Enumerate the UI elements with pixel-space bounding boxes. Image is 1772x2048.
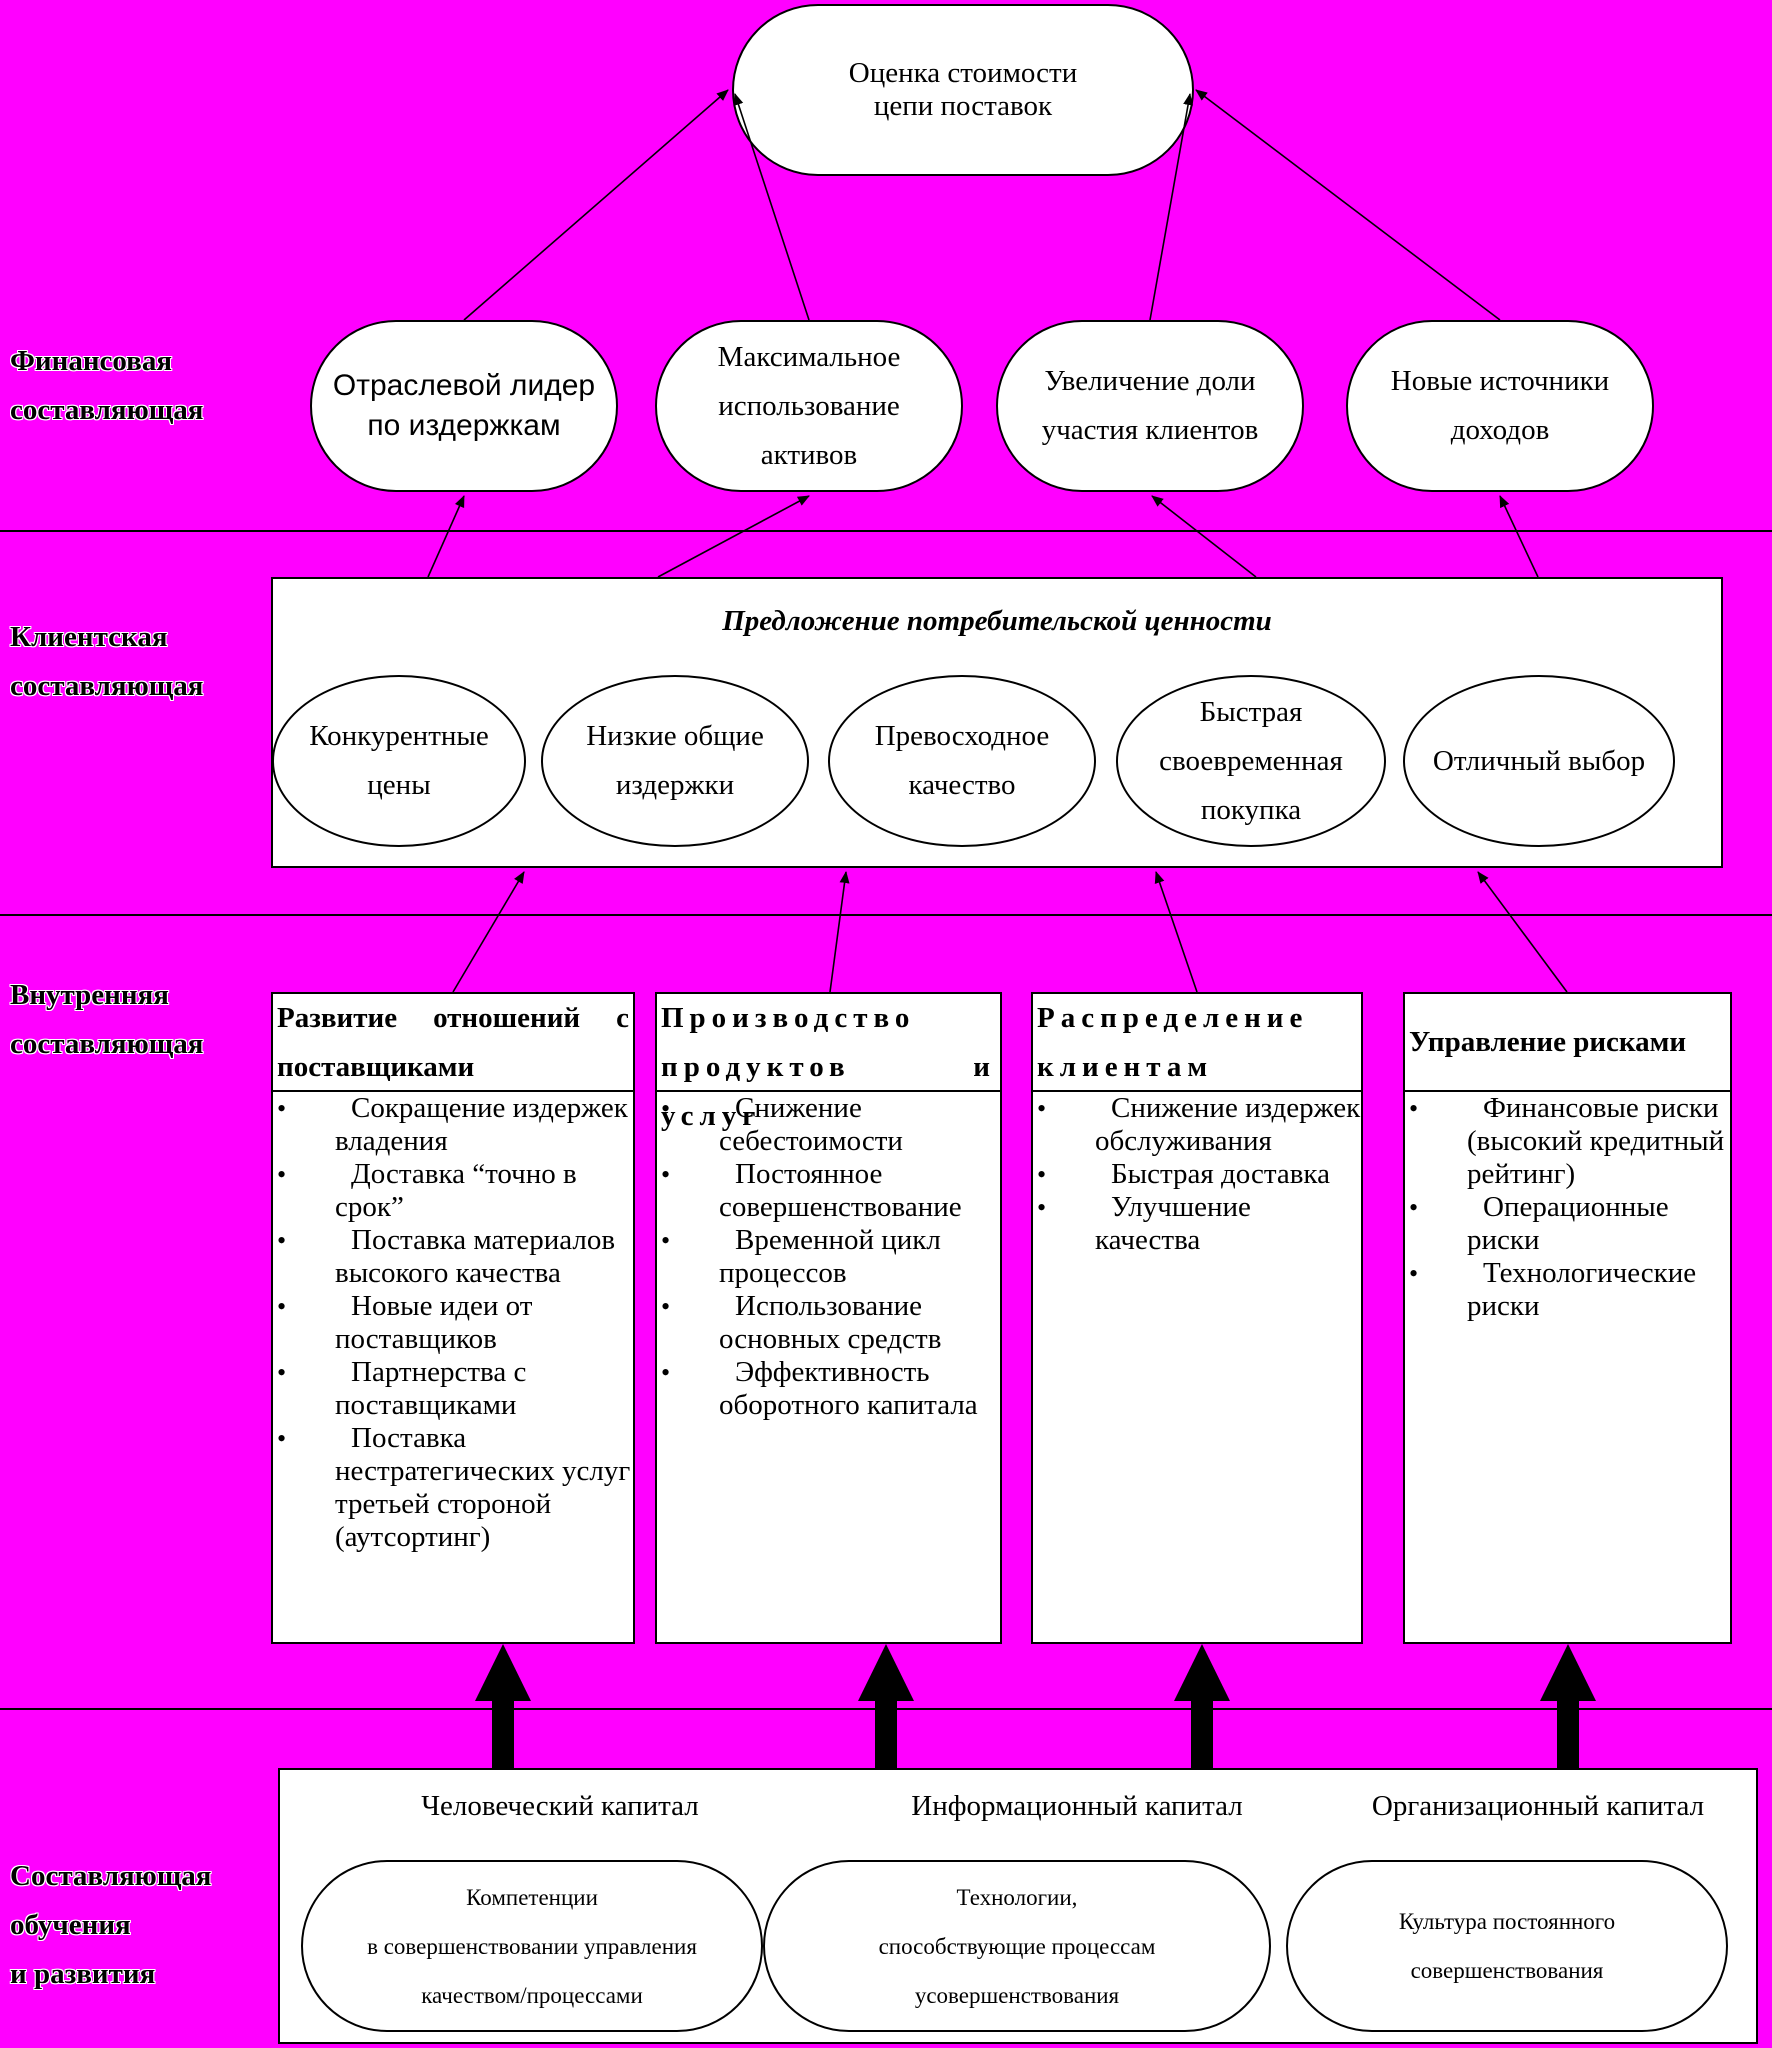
list-item: Временной цикл процессов bbox=[657, 1224, 1000, 1290]
financial-goal-new-revenue: Новые источники доходов bbox=[1346, 320, 1654, 492]
process-risk-management: Управление рисками Финансовые риски (выс… bbox=[1403, 992, 1732, 1644]
arrow-new-revenue-to-goal bbox=[1195, 89, 1501, 321]
thick-arrow-head bbox=[475, 1644, 531, 1701]
process-supplier-relations: Развитие отношений с поставщиками Сокращ… bbox=[271, 992, 635, 1644]
thick-arrow-head bbox=[858, 1644, 914, 1701]
value-proposition-title: Предложение потребительской ценности bbox=[722, 605, 1272, 637]
divider-customer-internal bbox=[0, 914, 1772, 916]
arrow-vp-to-customer-share bbox=[1151, 495, 1257, 578]
list-item: Быстрая доставка bbox=[1033, 1158, 1361, 1191]
value-item-low-total-costs: Низкие общие издержки bbox=[541, 675, 809, 847]
divider-financial-customer bbox=[0, 530, 1772, 532]
thick-arrow-head bbox=[1540, 1644, 1596, 1701]
section-label-financial: Финансовая составляющая bbox=[10, 345, 204, 426]
section-label-internal: Внутренняя составляющая bbox=[10, 979, 204, 1060]
capital-title-human: Человеческий капитал bbox=[421, 1790, 699, 1822]
thick-arrow-head bbox=[1174, 1644, 1230, 1701]
list-item: Улучшение качества bbox=[1033, 1191, 1361, 1257]
list-item: Использование основных средств bbox=[657, 1290, 1000, 1356]
value-item-superior-quality: Превосходное качество bbox=[828, 675, 1096, 847]
financial-goal-asset-utilization: Максимальное использование активов bbox=[655, 320, 963, 492]
section-label-learning: Составляющая обучения и развития bbox=[10, 1860, 212, 1990]
capital-title-organization: Организационный капитал bbox=[1371, 1790, 1705, 1822]
list-item: Технологические риски bbox=[1405, 1257, 1730, 1323]
arrow-distribution-to-vp bbox=[1154, 871, 1198, 993]
arrow-risk-to-vp bbox=[1477, 871, 1568, 993]
thick-arrow-shaft bbox=[492, 1700, 514, 1768]
arrow-suppliers-to-vp bbox=[452, 871, 525, 993]
list-item: Снижение издержек обслуживания bbox=[1033, 1092, 1361, 1158]
list-item: Эффективность оборотного капитала bbox=[657, 1356, 1000, 1422]
arrow-vp-to-assets bbox=[657, 495, 810, 578]
thick-arrow-shaft bbox=[1557, 1700, 1579, 1768]
arrow-customer-share-to-goal bbox=[1149, 93, 1194, 321]
arrow-production-to-vp bbox=[829, 871, 850, 993]
list-item: Финансовые риски (высокий кредитный рейт… bbox=[1405, 1092, 1730, 1191]
list-item: Доставка “точно в срок” bbox=[273, 1158, 633, 1224]
capital-title-information: Информационный капитал bbox=[911, 1790, 1243, 1822]
process-distribution: Распределение клиентам Снижение издержек… bbox=[1031, 992, 1363, 1644]
list-item: Постоянное совершенствование bbox=[657, 1158, 1000, 1224]
process-title: Управление рисками bbox=[1405, 994, 1730, 1092]
process-title: Развитие отношений с поставщиками bbox=[273, 994, 633, 1092]
list-item: Новые идеи от поставщиков bbox=[273, 1290, 633, 1356]
thick-arrow-shaft bbox=[875, 1700, 897, 1768]
value-item-fast-purchase: Быстрая своевременная покупка bbox=[1116, 675, 1386, 847]
process-production: Производство продуктов и услуг Снижение … bbox=[655, 992, 1002, 1644]
thick-arrow-shaft bbox=[1191, 1700, 1213, 1768]
process-title: Распределение клиентам bbox=[1033, 994, 1361, 1092]
arrow-assets-to-goal bbox=[733, 93, 810, 321]
capital-item-culture: Культура постоянного совершенствования bbox=[1286, 1860, 1728, 2032]
list-item: Партнерства с поставщиками bbox=[273, 1356, 633, 1422]
arrow-vp-to-cost-leader bbox=[427, 495, 465, 578]
value-item-competitive-prices: Конкурентные цены bbox=[272, 675, 526, 847]
arrow-vp-to-new-revenue bbox=[1499, 495, 1539, 578]
list-item: Поставка нестратегических услуг третьей … bbox=[273, 1422, 633, 1554]
value-item-excellent-choice: Отличный выбор bbox=[1403, 675, 1675, 847]
financial-goal-cost-leader: Отраслевой лидер по издержкам bbox=[310, 320, 618, 492]
arrow-cost-leader-to-goal bbox=[463, 89, 729, 321]
list-item: Сокращение издержек владения bbox=[273, 1092, 633, 1158]
list-item: Снижение себестоимости bbox=[657, 1092, 1000, 1158]
capital-item-competencies: Компетенции в совершенствовании управлен… bbox=[301, 1860, 763, 2032]
list-item: Поставка материалов высокого качества bbox=[273, 1224, 633, 1290]
financial-goal-customer-share: Увеличение доли участия клиентов bbox=[996, 320, 1304, 492]
top-goal-node: Оценка стоимости цепи поставок bbox=[732, 4, 1194, 176]
section-label-customer: Клиентская составляющая bbox=[10, 621, 204, 702]
capital-item-technologies: Технологии, способствующие процессам усо… bbox=[763, 1860, 1271, 2032]
list-item: Операционные риски bbox=[1405, 1191, 1730, 1257]
